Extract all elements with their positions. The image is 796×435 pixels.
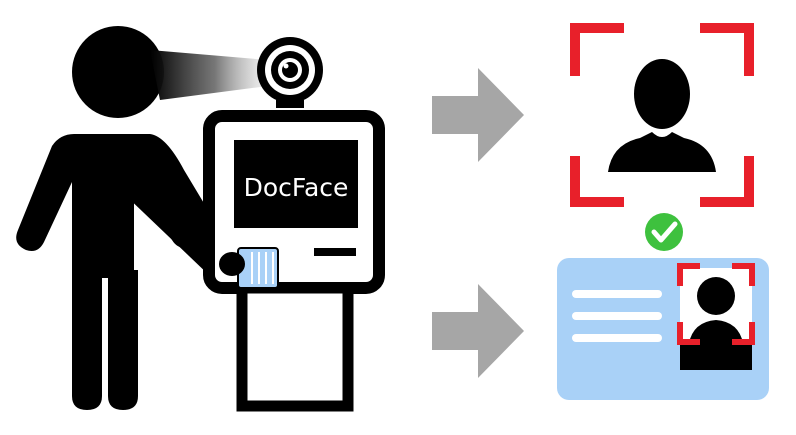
kiosk-icon: DocFace — [203, 110, 385, 412]
person-head — [72, 26, 164, 118]
id-card-photo — [680, 268, 752, 370]
arrow-right-icon — [432, 68, 524, 162]
kiosk-screen-label: DocFace — [244, 173, 349, 202]
face-silhouette-head — [634, 59, 690, 129]
inserted-card-icon — [237, 247, 279, 289]
id-card-line — [572, 290, 662, 298]
camera-beam — [150, 50, 268, 100]
arrow-right-icon — [432, 284, 524, 378]
kiosk-card-slot — [314, 248, 356, 256]
webcam-icon — [257, 37, 323, 118]
person-arm — [120, 150, 230, 278]
id-card-line — [572, 334, 662, 342]
face-silhouette-shoulders — [608, 132, 716, 172]
id-card-line — [572, 312, 662, 320]
face-scan-icon — [570, 23, 754, 207]
kiosk-pedestal — [236, 282, 354, 412]
id-card-icon — [557, 258, 769, 400]
person-leg-right — [108, 270, 138, 410]
person-leg-left — [72, 270, 102, 410]
check-icon — [645, 213, 683, 251]
kiosk-screen — [234, 140, 358, 228]
